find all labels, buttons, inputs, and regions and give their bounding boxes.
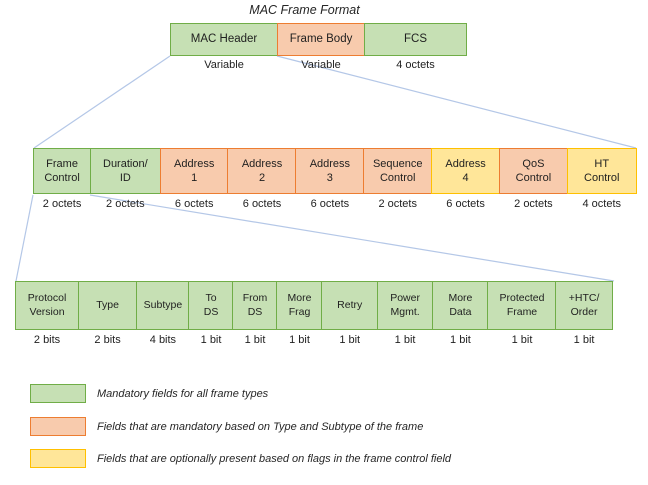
field-more-frag: More Frag 1 bit — [276, 281, 323, 346]
field-label: To DS — [188, 281, 234, 330]
field-label: Protocol Version — [15, 281, 80, 330]
field-label: Address 2 — [227, 148, 297, 194]
field-label: HT Control — [566, 148, 637, 194]
field-address-1: Address 1 6 octets — [159, 148, 229, 210]
field-size: 1 bit — [289, 334, 310, 346]
field-label: Protected Frame — [487, 281, 557, 330]
field-label: FCS — [363, 23, 467, 56]
field-size: 4 bits — [149, 334, 177, 346]
field-size: 2 bits — [33, 334, 61, 346]
field-size: 6 octets — [174, 198, 214, 210]
field-label: Subtype — [136, 281, 190, 330]
connector-line — [33, 55, 171, 149]
field-power-mgmt: Power Mgmt. 1 bit — [376, 281, 434, 346]
field-protocol-version: Protocol Version 2 bits — [15, 281, 80, 346]
field-fcs: FCS 4 octets — [363, 23, 467, 71]
field-label: From DS — [232, 281, 278, 330]
field-label: Address 3 — [295, 148, 365, 194]
field-size: 4 octets — [396, 59, 435, 71]
field-address-3: Address 3 6 octets — [295, 148, 365, 210]
field-address-4: Address 4 6 octets — [430, 148, 501, 210]
field-qos-control: QoS Control 2 octets — [498, 148, 569, 210]
field-label: Retry — [321, 281, 379, 330]
field-size: 1 bit — [339, 334, 361, 346]
field-retry: Retry 1 bit — [321, 281, 379, 346]
field-size: 2 octets — [514, 198, 553, 210]
field-size: 1 bit — [244, 334, 266, 346]
field-size: 2 octets — [378, 198, 417, 210]
field-size: 1 bit — [450, 334, 471, 346]
field-size: 1 bit — [394, 334, 416, 346]
row-mac-frame: MAC Header Variable Frame Body Variable … — [170, 23, 467, 71]
field-label: Duration/ ID — [89, 148, 162, 194]
field-label: Type — [77, 281, 138, 330]
field-label: Power Mgmt. — [376, 281, 434, 330]
field-size: 6 octets — [242, 198, 282, 210]
field-size: 1 bit — [573, 334, 595, 346]
field-size: 6 octets — [446, 198, 485, 210]
field-size: 1 bit — [511, 334, 533, 346]
field-frame-body: Frame Body Variable — [276, 23, 366, 71]
legend-swatch-yellow — [30, 449, 86, 468]
field-label: More Frag — [276, 281, 323, 330]
field-address-2: Address 2 6 octets — [227, 148, 297, 210]
field-protected-frame: Protected Frame 1 bit — [487, 281, 557, 346]
field-label: Address 4 — [430, 148, 501, 194]
page-title: MAC Frame Format — [249, 3, 360, 17]
field-frame-control: Frame Control 2 octets — [33, 148, 92, 210]
field-size: 2 octets — [42, 198, 82, 210]
field-subtype: Subtype 4 bits — [136, 281, 190, 346]
field-size: 1 bit — [200, 334, 222, 346]
field-label: +HTC/ Order — [555, 281, 614, 330]
field-label: More Data — [432, 281, 489, 330]
field-from-ds: From DS 1 bit — [232, 281, 278, 346]
legend-item-mandatory: Mandatory fields for all frame types — [30, 384, 268, 403]
legend-label: Fields that are optionally present based… — [97, 452, 452, 465]
row-frame-control-fields: Protocol Version 2 bits Type 2 bits Subt… — [15, 281, 614, 346]
connector-line — [15, 194, 34, 282]
legend-label: Mandatory fields for all frame types — [97, 387, 269, 400]
field-label: Frame Body — [276, 23, 366, 56]
field-label: QoS Control — [498, 148, 569, 194]
row-mac-header-fields: Frame Control 2 octets Duration/ ID 2 oc… — [33, 148, 637, 210]
field-size: 2 bits — [94, 334, 121, 346]
field-ht-control: HT Control 4 octets — [566, 148, 637, 210]
field-size: 2 octets — [106, 198, 145, 210]
field-size: Variable — [301, 59, 341, 71]
field-more-data: More Data 1 bit — [432, 281, 489, 346]
field-size: 6 octets — [310, 198, 350, 210]
field-label: Frame Control — [33, 148, 92, 194]
field-sequence-control: Sequence Control 2 octets — [363, 148, 433, 210]
legend-item-optional: Fields that are optionally present based… — [30, 449, 451, 468]
field-label: MAC Header — [170, 23, 279, 56]
field-size: Variable — [204, 59, 244, 71]
legend-item-type-subtype: Fields that are mandatory based on Type … — [30, 417, 423, 436]
field-to-ds: To DS 1 bit — [188, 281, 234, 346]
field-htc-order: +HTC/ Order 1 bit — [555, 281, 614, 346]
field-mac-header: MAC Header Variable — [170, 23, 279, 71]
legend-swatch-green — [30, 384, 86, 403]
field-duration-id: Duration/ ID 2 octets — [89, 148, 162, 210]
field-label: Sequence Control — [363, 148, 433, 194]
field-label: Address 1 — [159, 148, 229, 194]
legend-label: Fields that are mandatory based on Type … — [97, 420, 424, 433]
field-type: Type 2 bits — [77, 281, 138, 346]
field-size: 4 octets — [582, 198, 622, 210]
legend-swatch-orange — [30, 417, 86, 436]
